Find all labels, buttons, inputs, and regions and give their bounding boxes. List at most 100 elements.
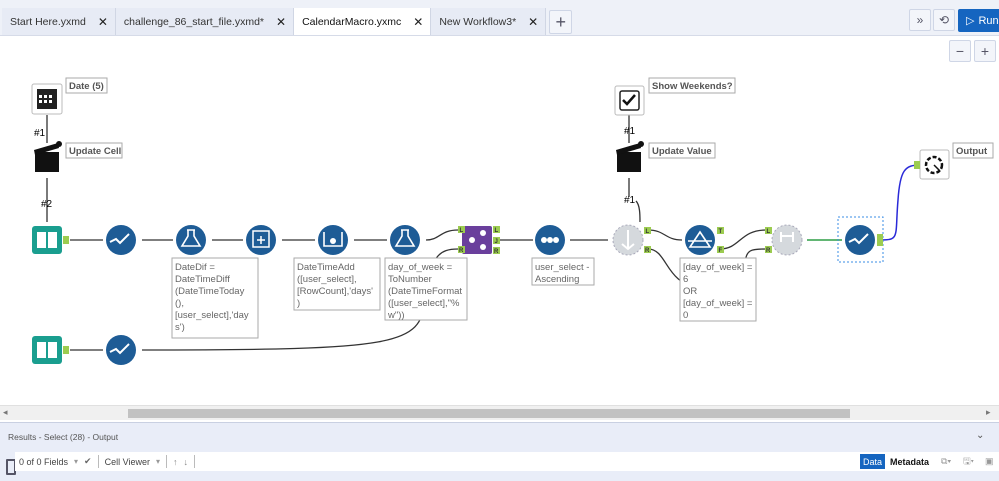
select-tool[interactable] <box>106 225 136 255</box>
export-icon[interactable]: ▣ <box>985 456 994 466</box>
annotation-line: w")) <box>387 310 405 321</box>
update-cell-label: Update Cell <box>69 146 121 157</box>
output-label: Output <box>956 146 988 157</box>
tab-bar: Start Here.yxmd ✕ challenge_86_start_file… <box>0 6 999 36</box>
annotation-line: 0 <box>683 310 688 321</box>
cell-viewer-selector[interactable]: Cell Viewer <box>104 456 150 467</box>
horizontal-scrollbar[interactable]: ◂ ▸ <box>0 405 999 420</box>
checkmark-icon[interactable]: ✔ <box>84 456 92 466</box>
scrollbar-thumb[interactable] <box>128 409 850 418</box>
annotation-line: user_select - <box>535 262 589 273</box>
close-icon[interactable]: ✕ <box>413 14 424 29</box>
annotation-line: Ascending <box>535 274 579 285</box>
input-data-tool[interactable] <box>32 226 69 254</box>
connection-label: #1 <box>34 128 46 139</box>
save-icon[interactable]: 🖫▾ <box>963 455 974 466</box>
tab-new-workflow3[interactable]: New Workflow3* ✕ <box>431 8 547 35</box>
close-icon[interactable]: ✕ <box>528 14 539 29</box>
run-button[interactable]: ▷Run <box>958 9 999 32</box>
copy-icon[interactable]: ⧉▾ <box>941 456 952 466</box>
date-tool[interactable] <box>31 83 63 115</box>
annotation-line: ([user_select],"% <box>388 298 460 309</box>
sort-tool[interactable] <box>535 225 565 255</box>
checkbox-tool[interactable] <box>614 85 645 116</box>
dropdown-icon[interactable]: ▾ <box>155 457 160 466</box>
annotation-line: ) <box>297 298 300 309</box>
workflow-diagram: Date (5) #1 Update Cell #2 <box>31 77 994 365</box>
connection-label: #2 <box>41 199 53 210</box>
update-value-tool[interactable] <box>616 141 644 172</box>
tab-label: CalendarMacro.yxmc <box>302 15 402 28</box>
arrow-up-icon[interactable]: ↑ <box>172 456 178 467</box>
date-label-box <box>65 77 108 94</box>
date-label: Date (5) <box>69 81 104 92</box>
overflow-button[interactable]: » <box>909 9 931 31</box>
divider <box>193 455 195 468</box>
formula-tool[interactable] <box>176 225 206 255</box>
close-icon[interactable]: ✕ <box>97 14 108 29</box>
connection-label: #1 <box>624 195 636 206</box>
anchor-label: J <box>495 239 498 245</box>
tab-label: New Workflow3* <box>439 15 517 28</box>
menu-strip <box>0 0 999 6</box>
anchor-label: L <box>767 229 771 235</box>
chevron-down-icon[interactable]: ⌄ <box>976 430 985 441</box>
annotation-line: [day_of_week] = <box>683 298 753 309</box>
annotation-line: [user_select],'day <box>175 310 249 321</box>
update-cell-label-box <box>65 142 123 159</box>
results-toolbar: 0 of 0 Fields ▾ ✔ Cell Viewer ▾ ↑ ↓ Data… <box>15 452 999 471</box>
select-tool-selected[interactable] <box>845 225 883 255</box>
output-label-box <box>952 142 994 159</box>
metadata-tab[interactable]: Metadata <box>890 456 930 467</box>
update-value-label-box <box>648 142 716 159</box>
day-of-week-annotation: day_of_week = ToNumber (DateTimeFormat (… <box>384 257 468 321</box>
anchor-label: R <box>766 248 771 254</box>
zoom-in-button[interactable]: + <box>974 40 996 62</box>
select-tool-2[interactable] <box>106 335 136 365</box>
play-icon: ▷ <box>966 15 975 27</box>
update-cell-tool[interactable] <box>34 141 62 172</box>
annotation-line: ToNumber <box>388 274 432 285</box>
close-icon[interactable]: ✕ <box>276 14 287 29</box>
join-tool[interactable] <box>462 226 492 254</box>
record-id-tool[interactable] <box>246 225 276 255</box>
anchor-label: L <box>495 228 499 234</box>
annotation-line: OR <box>683 286 697 297</box>
sort-annotation: user_select - Ascending <box>531 257 595 286</box>
results-title: Results - Select (28) - Output <box>8 432 119 442</box>
history-button[interactable]: ⟲ <box>933 9 955 31</box>
union-tool[interactable] <box>771 224 803 256</box>
connections <box>46 115 767 351</box>
annotation-line: (), <box>175 298 184 309</box>
tab-label: Start Here.yxmd <box>10 15 86 28</box>
annotation-line: s') <box>175 322 185 333</box>
show-weekends-label: Show Weekends? <box>652 81 733 92</box>
dropdown-icon[interactable]: ▾ <box>74 457 79 466</box>
tab-calendar-macro[interactable]: CalendarMacro.yxmc ✕ <box>294 8 432 35</box>
history-icon: ⟲ <box>938 13 950 27</box>
add-tab-button[interactable]: + <box>549 10 573 34</box>
tab-start-here[interactable]: Start Here.yxmd ✕ <box>2 8 116 35</box>
arrow-down-icon[interactable]: ↓ <box>183 456 188 467</box>
zoom-out-button[interactable]: − <box>949 40 971 62</box>
scroll-left-icon[interactable]: ◂ <box>3 407 8 417</box>
annotation-line: 6 <box>683 274 688 285</box>
tab-challenge-86[interactable]: challenge_86_start_file.yxmd*✕ <box>115 8 295 35</box>
selection-box <box>837 216 884 263</box>
fields-selector[interactable]: 0 of 0 Fields <box>19 456 69 467</box>
filter-tool[interactable] <box>685 225 715 255</box>
input-data-tool-2[interactable] <box>32 336 69 364</box>
multi-row-formula-tool[interactable] <box>318 225 348 255</box>
annotation-line: DateDif = <box>175 262 215 273</box>
formula-tool-2[interactable] <box>390 225 420 255</box>
macro-output-tool[interactable] <box>914 149 950 180</box>
formula-annotation: DateDif = DateTimeDiff (DateTimeToday ()… <box>171 257 259 339</box>
anchor-label: L <box>460 228 464 234</box>
anchor-label: R <box>645 248 650 254</box>
data-tab[interactable]: Data <box>860 454 886 469</box>
append-fields-tool[interactable] <box>612 224 644 256</box>
workflow-canvas[interactable]: − + Date (5) <box>0 37 999 405</box>
datetimeadd-annotation: DateTimeAdd ([user_select], [RowCount],'… <box>293 257 381 311</box>
scroll-right-icon[interactable]: ▸ <box>986 407 991 417</box>
annotation-line: [RowCount],'days' <box>297 286 373 297</box>
